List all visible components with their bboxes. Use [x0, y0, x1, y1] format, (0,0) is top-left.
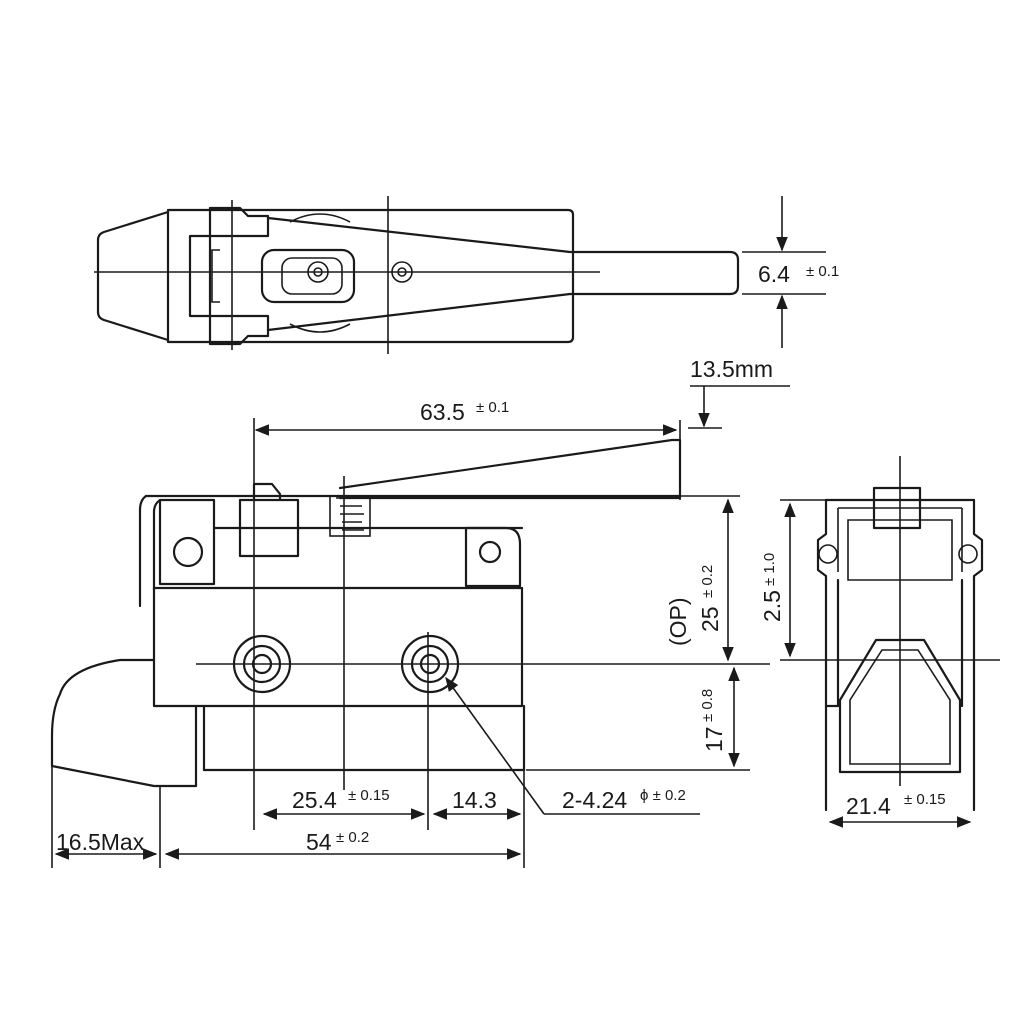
dim-lower-height-tol: ± 0.8 [699, 689, 716, 722]
dim-mount-holes-tol: ϕ ± 0.2 [640, 787, 686, 804]
dim-plunger-max: 16.5Max [56, 829, 145, 855]
dim-side-width-tol: ± 0.15 [904, 791, 946, 808]
dim-body-length-tol: ± 0.2 [336, 829, 369, 846]
dim-actuator-offset: 13.5mm [690, 356, 773, 382]
dim-hole-spacing: 25.4 [292, 787, 337, 813]
dim-body-length: 54 [306, 829, 332, 855]
dim-op-label: (OP) [665, 597, 691, 646]
dim-width-top: 6.4 [758, 261, 790, 287]
dim-side-height: 2.5 [759, 590, 785, 622]
dim-lower-height: 17 [701, 726, 727, 752]
dim-op-height: 25 [697, 606, 723, 632]
dim-mount-holes: 2-4.24 [562, 787, 627, 813]
dim-hole-edge: 14.3 [452, 787, 497, 813]
front-view: 13.5mm 63.5 ± 0.1 [50, 356, 790, 868]
dim-side-height-tol: ± 1.0 [761, 553, 778, 586]
dim-op-height-tol: ± 0.2 [699, 565, 716, 598]
dim-side-width: 21.4 [846, 793, 891, 819]
dim-lever-length: 63.5 [420, 399, 465, 425]
dim-lever-length-tol: ± 0.1 [476, 399, 509, 416]
top-view: 6.4 ± 0.1 [94, 196, 839, 354]
side-view: 2.5 ± 1.0 21.4 ± 0.15 [759, 456, 1000, 828]
dim-width-top-tol: ± 0.1 [806, 263, 839, 280]
dim-hole-spacing-tol: ± 0.15 [348, 787, 390, 804]
